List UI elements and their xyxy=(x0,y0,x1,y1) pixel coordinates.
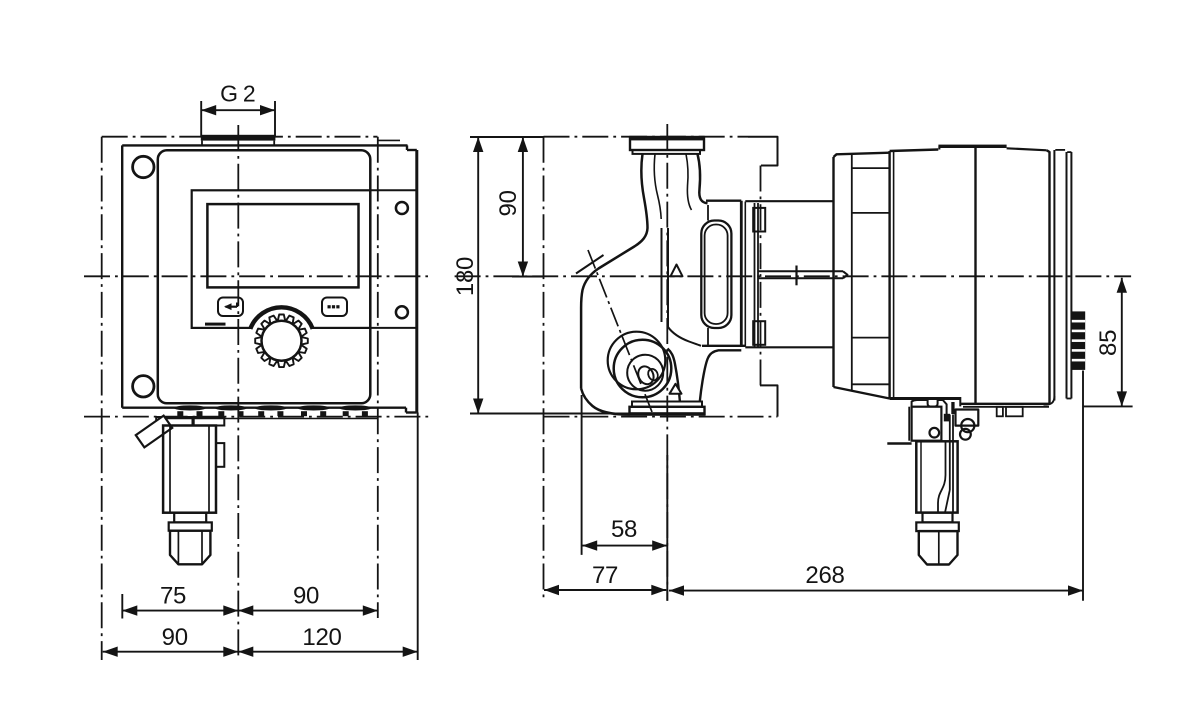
svg-text:85: 85 xyxy=(1095,330,1122,356)
svg-text:77: 77 xyxy=(592,562,618,589)
svg-text:75: 75 xyxy=(160,583,186,610)
svg-text:180: 180 xyxy=(452,257,479,296)
svg-text:268: 268 xyxy=(805,562,844,589)
svg-text:90: 90 xyxy=(162,624,188,651)
svg-text:G 2: G 2 xyxy=(220,81,255,107)
svg-text:90: 90 xyxy=(293,583,319,610)
svg-text:58: 58 xyxy=(611,516,637,543)
svg-text:90: 90 xyxy=(495,190,522,216)
svg-text:120: 120 xyxy=(302,624,341,651)
